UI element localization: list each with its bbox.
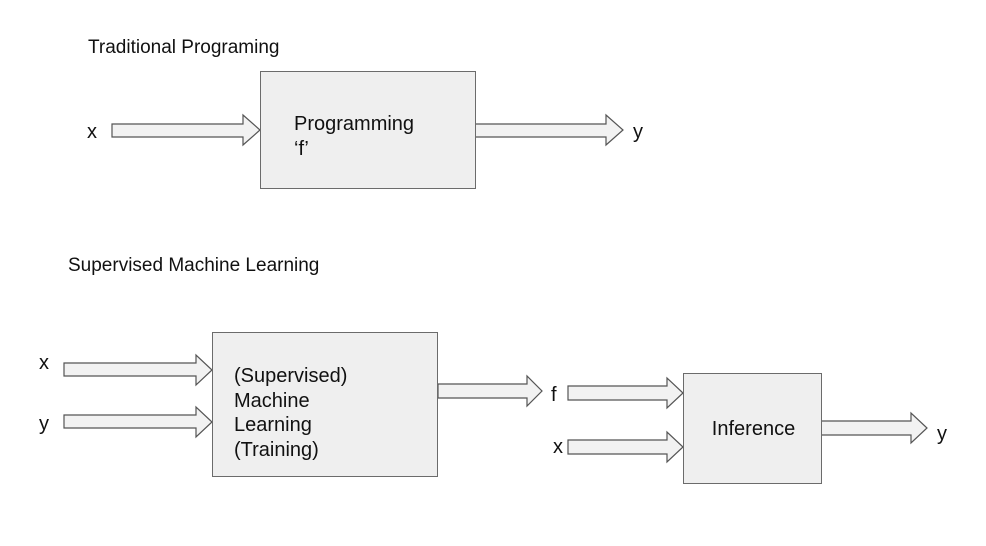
- training-input-x-label: x: [39, 352, 49, 374]
- arrow-y-to-training: [63, 405, 213, 439]
- programming-box-text: Programming ‘f’: [294, 112, 414, 161]
- inference-box: Inference: [683, 373, 822, 484]
- arrow-inference-to-y: [820, 411, 928, 445]
- traditional-input-x-label: x: [87, 121, 97, 143]
- supervised-learning-title: Supervised Machine Learning: [68, 255, 320, 276]
- training-box-line: Learning: [234, 414, 312, 436]
- training-box-line: Machine: [234, 389, 310, 412]
- traditional-programming-title: Traditional Programing: [88, 37, 280, 58]
- programming-box-line: Programming: [294, 113, 415, 135]
- traditional-output-y-label: y: [633, 121, 643, 143]
- training-box-line: (Training): [234, 438, 319, 461]
- programming-box: Programming ‘f’: [260, 71, 476, 189]
- model-f-label: f: [551, 384, 557, 406]
- training-box-text: (Supervised) Machine Learning (Training): [234, 364, 347, 462]
- arrow-training-to-f: [437, 374, 543, 408]
- arrow-programming-to-y: [474, 113, 624, 147]
- inference-box-label: Inference: [711, 417, 796, 440]
- inference-input-x-label: x: [553, 436, 563, 458]
- arrow-x-to-training: [63, 353, 213, 387]
- training-input-y-label: y: [39, 413, 49, 435]
- arrow-x-to-programming: [111, 113, 261, 147]
- training-box: (Supervised) Machine Learning (Training): [212, 332, 438, 477]
- arrow-f-to-inference: [567, 376, 684, 410]
- inference-output-y-label: y: [937, 423, 947, 445]
- arrow-x-to-inference: [567, 430, 684, 464]
- programming-box-line: ‘f’: [294, 137, 309, 160]
- training-box-line: (Supervised): [234, 365, 348, 387]
